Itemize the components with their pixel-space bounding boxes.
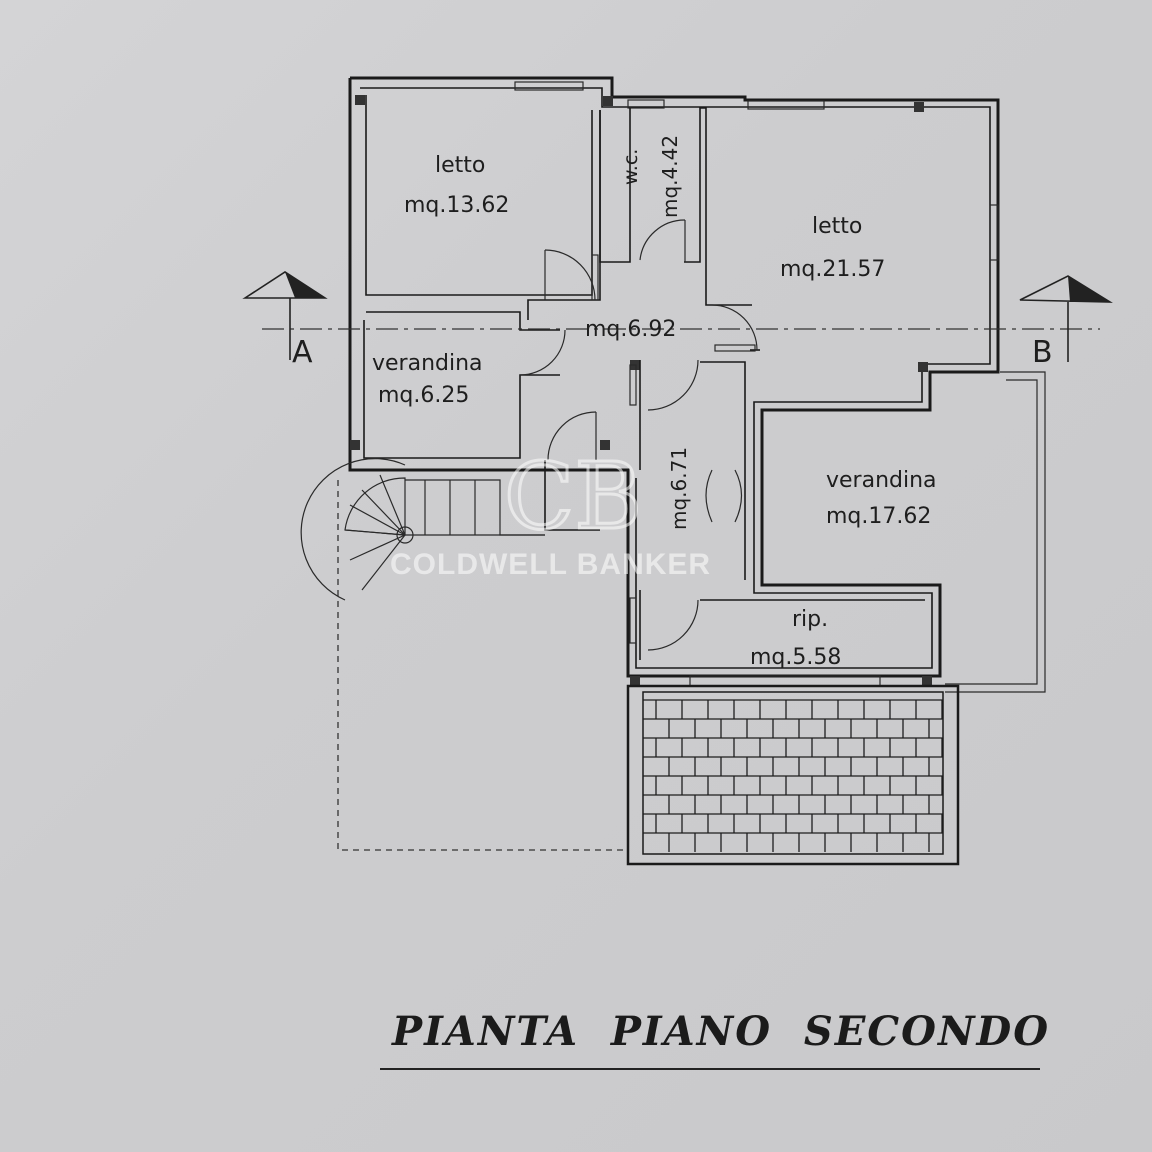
room-area: mq.21.57 [780, 257, 885, 282]
room-name: rip. [792, 607, 828, 632]
title-underline [380, 1068, 1040, 1070]
spiral-stair [300, 458, 545, 601]
room-name: w.c. [620, 149, 642, 185]
room-name: verandina [372, 351, 483, 376]
coldwell-banker-watermark: CB COLDWELL BANKER [390, 442, 711, 582]
room-name: verandina [826, 468, 937, 493]
room-area: mq.6.25 [378, 383, 469, 408]
section-marker-a: A [292, 335, 313, 370]
watermark-brand: COLDWELL BANKER [390, 548, 711, 581]
room-area: mq.6.92 [585, 317, 676, 342]
room-area: mq.6.71 [667, 447, 691, 530]
room-area: mq.13.62 [404, 193, 509, 218]
plan-title: PIANTA PIANO SECONDO [392, 1008, 1051, 1055]
section-marker-b: B [1032, 335, 1053, 370]
terrace-outlines [337, 371, 1046, 851]
door-swings [519, 219, 758, 651]
watermark-monogram: CB [504, 443, 642, 550]
room-area: mq.4.42 [658, 135, 682, 218]
roof-tiles [626, 684, 960, 866]
room-area: mq.17.62 [826, 504, 931, 529]
room-area: mq.5.58 [750, 645, 841, 670]
windows [514, 81, 999, 687]
room-name: letto [435, 153, 485, 178]
section-cut-line [242, 271, 1113, 362]
exterior-walls [348, 76, 1000, 686]
room-labels: letto mq.13.62 w.c. mq.4.42 letto mq.21.… [372, 135, 937, 670]
room-name: letto [812, 214, 862, 239]
